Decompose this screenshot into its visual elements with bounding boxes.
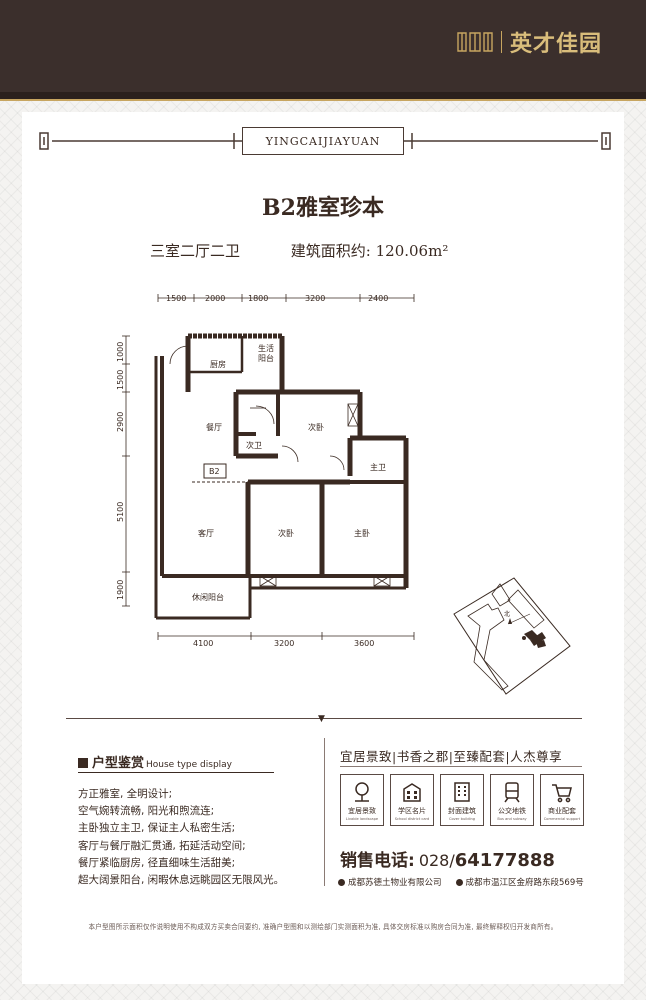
dim-left-2: 1500 (116, 370, 125, 390)
ribbon-ornament (39, 132, 611, 150)
phone-area-code: 028/ (418, 851, 455, 870)
amenity-label-en: School district card (394, 817, 430, 821)
features-heading-cn: 户型鉴赏 (92, 756, 145, 771)
amenity-label-en: Commercial support (543, 817, 581, 821)
floor-plan: 1500 2000 1800 3200 2400 4100 3200 3600 … (116, 294, 415, 648)
unit-tag-box (203, 463, 227, 479)
amenity-label-en: Cover building (448, 817, 476, 821)
room-dining: 餐厅 (206, 423, 222, 432)
tagline: 宜居景致|书香之郡|至臻配套|人杰尊享 (340, 749, 563, 764)
amenity-label-en: Bus and subway (497, 817, 527, 821)
room-leisure-balcony: 休闲阳台 (192, 592, 224, 602)
dim-top-2: 2000 (205, 294, 225, 303)
header-bar (0, 0, 646, 92)
sales-phone: 销售电话: 028/ 64177888 (340, 846, 555, 871)
unit-tag: B2 (209, 467, 220, 476)
header-band (0, 92, 646, 99)
dim-top-3: 1800 (248, 294, 268, 303)
amenity-label: 商业配套 (548, 807, 576, 815)
room-master-bath: 主卫 (370, 462, 386, 472)
column-separator (324, 738, 325, 886)
project-name: 英才佳园 (510, 32, 603, 57)
dim-bottom-2: 3200 (274, 639, 294, 648)
dim-left-3: 2900 (116, 412, 125, 432)
feature-item: 主卧独立主卫, 保证主人私密生活; (78, 822, 236, 835)
room-utility-balcony-1: 生活 (258, 343, 274, 353)
ribbon-pinyin: YINGCAIJIAYUAN (242, 127, 404, 155)
unit-area: 建筑面积约: 120.06m² (290, 242, 449, 260)
tree-icon (355, 782, 369, 802)
feature-item: 方正雅室, 全明设计; (78, 788, 173, 800)
dim-bottom-3: 3600 (354, 639, 374, 648)
phone-number[interactable]: 64177888 (454, 850, 555, 871)
amenity-label: 宜居景致 (348, 807, 376, 815)
subway-icon (504, 782, 520, 803)
dim-left-5: 1900 (116, 580, 125, 600)
room-second-bed-top: 次卧 (308, 422, 324, 432)
feature-item: 超大阔景阳台, 闲暇休息远眺园区无限风光。 (78, 874, 285, 887)
room-second-bed-bottom: 次卧 (278, 528, 294, 538)
dim-top-5: 2400 (368, 294, 388, 303)
logo: 英才佳园 (455, 26, 602, 58)
location-address: 成都市温江区金府路东段569号 (465, 878, 584, 888)
heading-square-icon (78, 758, 88, 768)
cart-icon (552, 784, 572, 803)
amenity-label: 公交地铁 (498, 807, 526, 815)
features-rule (78, 772, 274, 773)
disclaimer: 本户型图所示面积仅作说明使用不构成双方买卖合同要约, 准确户型图和以测绘部门实测… (88, 923, 558, 931)
address-block: 成都市温江区金府路东段569号 (455, 876, 584, 888)
site-map: 北 (453, 577, 571, 695)
room-living: 客厅 (198, 528, 214, 538)
dim-top-1: 1500 (166, 294, 186, 303)
amenity-school: 学区名片 School district card (390, 774, 434, 826)
room-master-bed: 主卧 (354, 528, 370, 538)
features-heading-en: House type display (146, 760, 233, 770)
ribbon-title: YINGCAIJIAYUAN (38, 127, 612, 155)
room-kitchen: 厨房 (210, 359, 226, 369)
amenity-livable: 宜居景致 Livable landscape (340, 774, 384, 826)
amenity-label: 封面建筑 (448, 807, 476, 815)
phone-label: 销售电话: (340, 851, 415, 871)
dim-top-4: 3200 (305, 294, 325, 303)
room-utility-balcony-2: 阳台 (258, 353, 274, 363)
address-line: 成都苏德土物业有限公司 成都市温江区金府路东段569号 (338, 876, 584, 888)
feature-item: 餐厅紧临厨房, 径直细味生活甜美; (78, 856, 236, 869)
unit-layout: 三室二厅二卫 (150, 242, 241, 260)
features-list: 方正雅室, 全明设计; 空气婉转流畅, 阳光和煦流连; 主卧独立主卫, 保证主人… (78, 786, 284, 889)
features-heading: 户型鉴赏 House type display (78, 752, 232, 771)
bullet-icon (338, 878, 345, 886)
feature-item: 空气婉转流畅, 阳光和煦流连; (78, 805, 215, 818)
amenity-label: 学区名片 (398, 807, 426, 815)
building-icon (454, 782, 470, 802)
compass-label: 北 (504, 610, 510, 618)
bullet-icon (455, 878, 463, 886)
unit-title: B2雅室珍本 (262, 195, 384, 221)
header-gold-line (0, 99, 646, 101)
amenity-commercial: 商业配套 Commercial support (540, 774, 584, 826)
amenity-icons: 宜居景致 Livable landscape 学区名片 School distr… (340, 774, 590, 826)
dim-bottom-1: 4100 (193, 639, 213, 648)
amenity-building: 封面建筑 Cover building (440, 774, 484, 826)
developer-name: 成都苏德土物业有限公司 (348, 878, 442, 888)
room-second-bath: 次卫 (246, 440, 262, 450)
amenity-label-en: Livable landscape (345, 817, 379, 821)
tagline-rule (340, 766, 582, 767)
feature-item: 客厅与餐厅融汇贯通, 拓延活动空间; (78, 839, 246, 852)
unit-subtitle: 三室二厅二卫 建筑面积约: 120.06m² (150, 240, 448, 261)
school-icon (403, 783, 421, 802)
divider-arrow-icon: ▼ (318, 714, 325, 724)
logo-mark-icon (457, 32, 493, 52)
logo-separator (501, 31, 502, 53)
section-divider (66, 718, 582, 719)
amenity-transit: 公交地铁 Bus and subway (490, 774, 534, 826)
dim-left-4: 5100 (116, 502, 125, 522)
dim-left-1: 1000 (116, 342, 125, 362)
